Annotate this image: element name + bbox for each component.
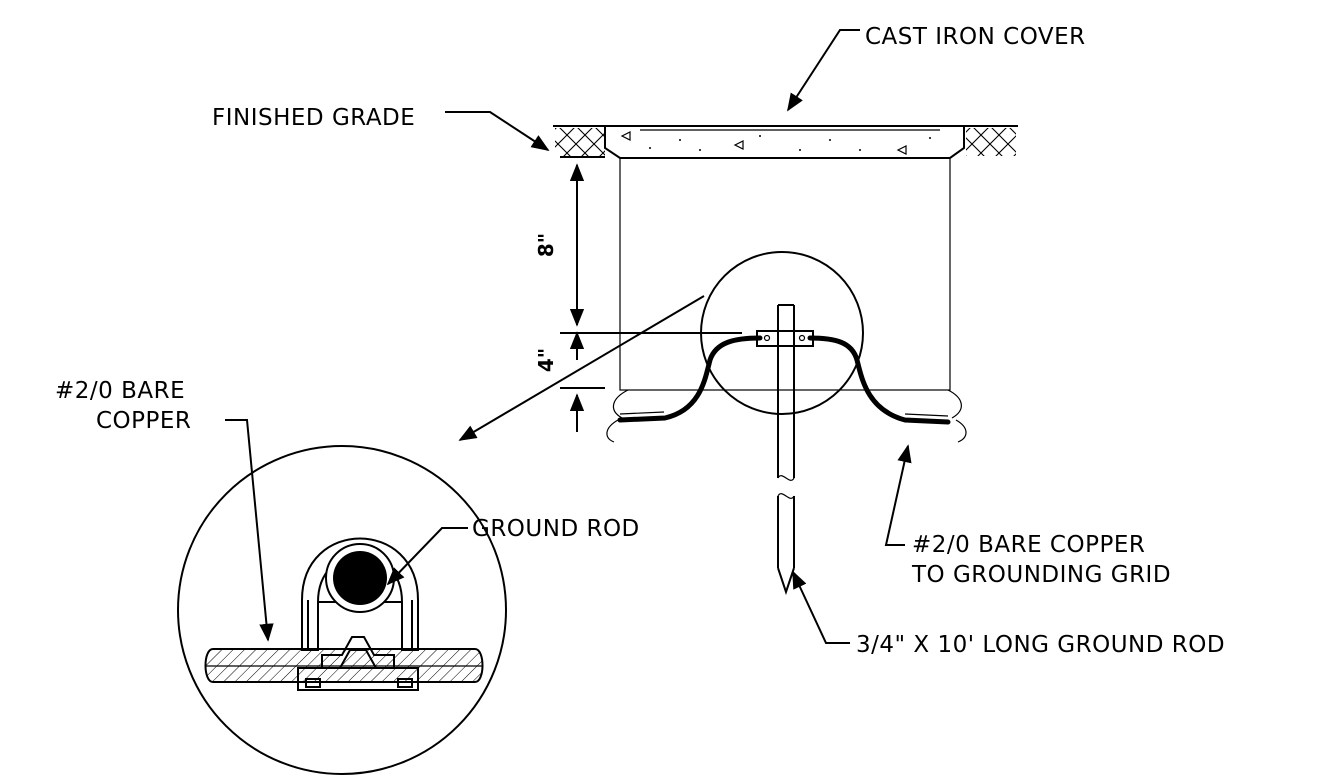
ground-rod-upper [756,304,814,481]
dimension-lines: 8" 4" [534,156,605,432]
label-finished-grade: FINISHED GRADE [212,105,415,131]
soil-break-lines [606,389,967,443]
ground-rod-lower [777,493,795,596]
label-bare-copper-line1: #2/0 BARE [55,378,185,404]
label-bare-copper-line2: COPPER [96,408,191,434]
leader-lines [225,29,912,644]
label-long-ground-rod: 3/4" X 10' LONG GROUND ROD [856,632,1225,658]
label-grid-copper-line2: TO GROUNDING GRID [911,562,1171,588]
ground-box-enclosure [619,157,951,391]
label-grid-copper-line1: #2/0 BARE COPPER [912,532,1145,558]
concrete-aggregate-marks [620,131,931,155]
dimension-4-inch: 4" [534,348,558,372]
label-ground-rod: GROUND ROD [472,516,640,542]
ground-clamp [756,330,814,347]
label-cast-iron-cover: CAST IRON COVER [865,24,1086,50]
copper-conductor-loop [617,335,951,425]
enlarged-detail [177,295,705,775]
cast-iron-cover-slab [604,125,965,159]
finished-grade-soil [553,125,1018,156]
dimension-8-inch: 8" [534,233,558,257]
